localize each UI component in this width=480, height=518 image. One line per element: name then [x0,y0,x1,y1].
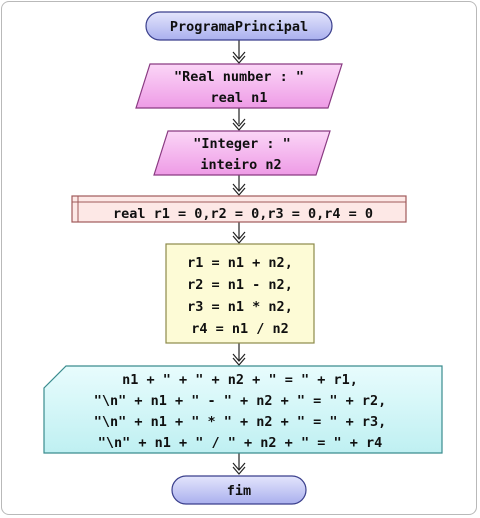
process-line-3: r3 = n1 * n2, [187,299,293,315]
output-line-3: "\n" + n1 + " * " + n2 + " = " + r3, [94,414,387,430]
arrow-output-to-end [232,453,246,475]
process-line-4: r4 = n1 / n2 [191,321,289,337]
arrow-input2-to-declare [232,175,246,196]
arrow-process-to-output [232,343,246,366]
input1-line-1: "Real number : " [174,69,304,85]
arrow-start-to-input1 [232,40,246,64]
output-node: n1 + " + " + n2 + " = " + r1, "\n" + n1 … [43,365,443,454]
output-line-2: "\n" + n1 + " - " + n2 + " = " + r2, [94,393,387,409]
declaration-node: real r1 = 0,r2 = 0,r3 = 0,r4 = 0 [71,195,407,223]
input2-line-2: inteiro n2 [200,157,281,173]
end-label: fim [227,483,251,499]
output-line-4: "\n" + n1 + " / " + n2 + " = " + r4 [98,435,382,451]
process-line-2: r2 = n1 - n2, [187,277,293,293]
declaration-label: real r1 = 0,r2 = 0,r3 = 0,r4 = 0 [113,206,373,222]
process-line-1: r1 = n1 + n2, [187,255,293,271]
input1-line-2: real n1 [211,90,268,106]
arrow-declare-to-process [232,222,246,244]
connectors [232,40,246,475]
input2-line-1: "Integer : " [193,136,291,152]
start-label: ProgramaPrincipal [170,19,308,35]
start-terminal: ProgramaPrincipal [145,11,333,41]
input-node-real: "Real number : " real n1 [135,63,343,109]
output-line-1: n1 + " + " + n2 + " = " + r1, [122,372,358,388]
input-node-integer: "Integer : " inteiro n2 [153,130,331,176]
end-terminal: fim [171,475,307,505]
arrow-input1-to-input2 [232,108,246,131]
process-node: r1 = n1 + n2, r2 = n1 - n2, r3 = n1 * n2… [165,243,315,344]
